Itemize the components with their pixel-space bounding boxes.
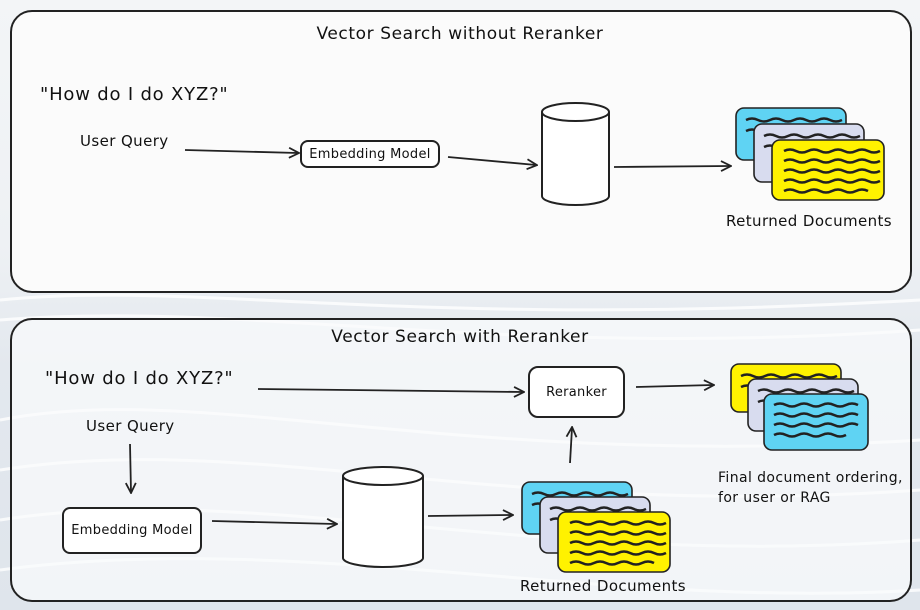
embedding-model-box: Embedding Model xyxy=(62,507,202,554)
query-quote: "How do I do XYZ?" xyxy=(45,368,234,389)
user-query-label: User Query xyxy=(80,132,169,150)
returned-documents-label: Returned Documents xyxy=(726,212,893,230)
panel-with-reranker xyxy=(10,318,912,602)
section-title-with-reranker: Vector Search with Reranker xyxy=(331,327,589,347)
user-query-label: User Query xyxy=(86,417,175,435)
reranker-box: Reranker xyxy=(528,366,625,418)
vector-db-label: Vector Db xyxy=(547,150,604,163)
vector-db-label: Vector Db xyxy=(354,512,412,525)
final-ordering-label-line2: for user or RAG xyxy=(718,490,831,506)
query-quote: "How do I do XYZ?" xyxy=(40,84,229,105)
final-ordering-label-line1: Final document ordering, xyxy=(718,470,903,486)
section-title-without-reranker: Vector Search without Reranker xyxy=(316,24,604,44)
panel-without-reranker xyxy=(10,10,912,293)
embedding-model-box: Embedding Model xyxy=(300,140,440,168)
returned-documents-label: Returned Documents xyxy=(520,577,687,595)
